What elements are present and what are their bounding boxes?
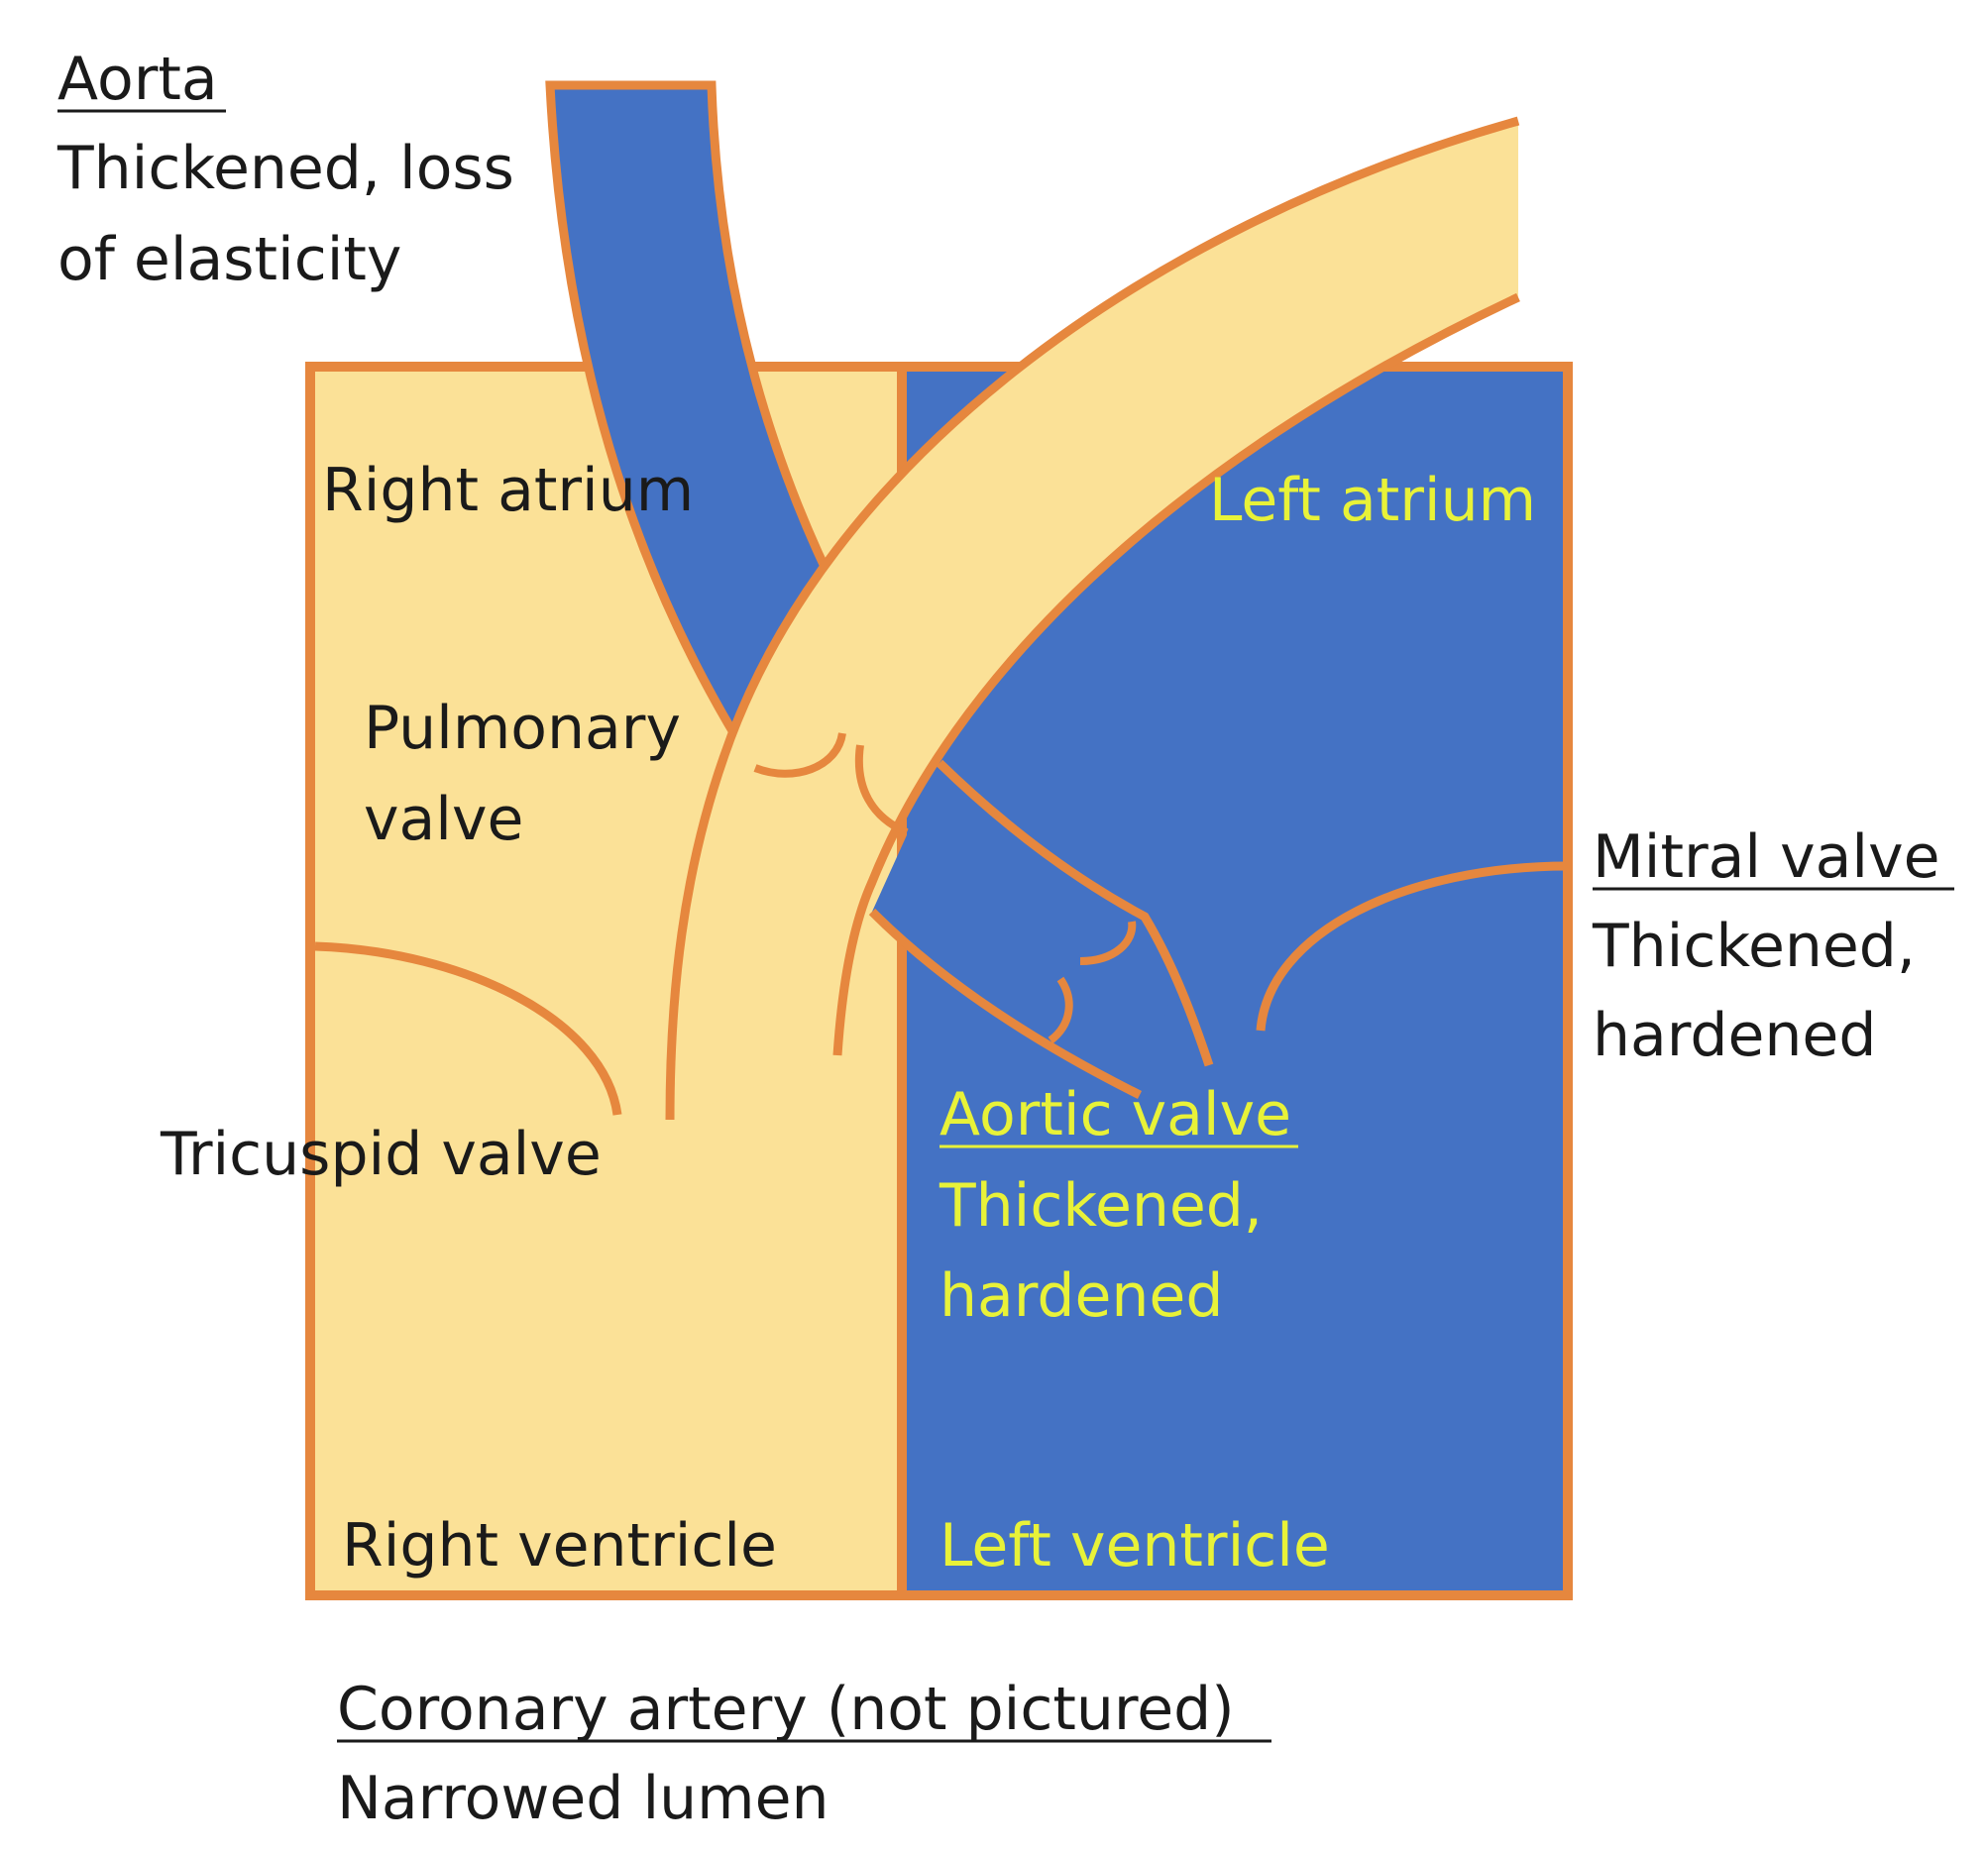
- pulmonary-valve-cusp-right: [854, 744, 909, 836]
- left-ventricle-label: Left ventricle: [939, 1511, 1330, 1581]
- aorta-desc-line1: Thickened, loss: [56, 134, 514, 203]
- pulmonary-valve-label-line2: valve: [364, 785, 523, 854]
- mitral-valve-leaflet: [1256, 861, 1569, 1032]
- left-atrium-label: Left atrium: [1209, 466, 1536, 535]
- pulmonary-valve-label-line1: Pulmonary: [364, 694, 681, 763]
- tricuspid-valve-label: Tricuspid valve: [160, 1120, 602, 1189]
- aortic-valve-desc-line1: Thickened,: [939, 1171, 1263, 1241]
- coronary-artery-desc: Narrowed lumen: [337, 1764, 829, 1833]
- pulmonary-trunk: [670, 121, 1518, 1120]
- aorta-desc-line2: of elasticity: [57, 225, 401, 294]
- right-atrium-label: Right atrium: [322, 456, 694, 525]
- aortic-tube-lower-edge: [868, 908, 1143, 1100]
- aortic-valve-title: Aortic valve: [939, 1080, 1291, 1149]
- aortic-tube-upper-edge: [936, 759, 1214, 1067]
- right-ventricle-label: Right ventricle: [342, 1511, 777, 1581]
- aorta-title: Aorta: [57, 45, 218, 114]
- aortic-valve-cusp-upper: [1079, 921, 1137, 965]
- aortic-outflow-tube: [872, 763, 1169, 1095]
- pulmonary-valve-cusp-left: [753, 732, 846, 778]
- mitral-valve-desc-line1: Thickened,: [1592, 912, 1916, 981]
- tricuspid-valve-leaflet: [314, 941, 622, 1116]
- mitral-valve-title: Mitral valve: [1593, 822, 1940, 892]
- coronary-artery-title: Coronary artery (not pictured): [337, 1675, 1235, 1744]
- aortic-valve-cusp-lower: [1048, 976, 1073, 1044]
- aortic-valve-desc-line2: hardened: [939, 1261, 1223, 1331]
- pulmonary-trunk-inner-edge: [832, 292, 1520, 1056]
- mitral-valve-desc-line2: hardened: [1593, 1001, 1876, 1070]
- pulmonary-trunk-outer-edge: [665, 116, 1520, 1121]
